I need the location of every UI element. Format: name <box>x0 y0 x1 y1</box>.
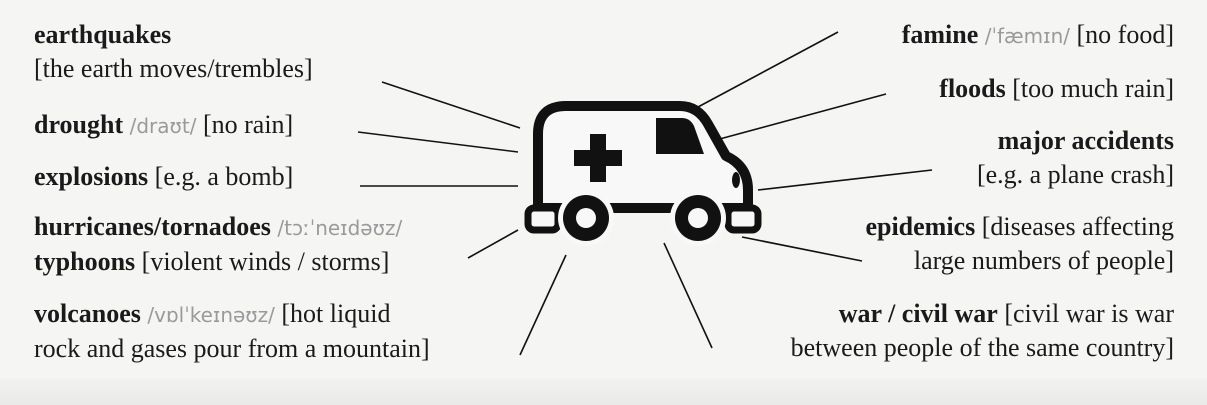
entry-drought: drought /draʊt/ [no rain] <box>34 108 293 143</box>
connector-epidemics <box>741 236 863 262</box>
entry-epidemics: epidemics [diseases affecting large numb… <box>865 210 1174 278</box>
ambulance-icon <box>524 101 762 246</box>
term: earthquakes <box>34 20 172 49</box>
connector-volcanoes <box>519 254 567 356</box>
term: explosions <box>34 162 149 191</box>
connector-floods <box>715 93 887 141</box>
term: floods <box>939 74 1006 103</box>
connector-war <box>663 242 713 349</box>
gloss: [no rain] <box>202 110 294 139</box>
term: drought <box>34 110 124 139</box>
connector-accidents <box>757 169 933 191</box>
term: famine <box>901 20 979 49</box>
gloss: [violent winds / storms] <box>141 247 390 276</box>
connector-hurricanes <box>467 229 519 259</box>
gloss: [no food] <box>1076 20 1174 49</box>
gloss: [e.g. a plane crash] <box>976 160 1174 189</box>
entry-floods: floods [too much rain] <box>939 72 1174 106</box>
term: hurricanes/tornadoes <box>34 212 271 241</box>
term: typhoons <box>34 247 136 276</box>
term: epidemics <box>865 212 976 241</box>
gloss: [hot liquid <box>281 299 391 328</box>
gloss: [diseases affecting <box>981 212 1174 241</box>
entry-war: war / civil war [civil war is war betwee… <box>791 297 1174 365</box>
gloss: rock and gases pour from a mountain] <box>34 334 430 363</box>
pronunciation: /tɔːˈneɪdəʊz/ <box>277 216 403 240</box>
gloss: large numbers of people] <box>913 246 1174 275</box>
entry-major-accidents: major accidents [e.g. a plane crash] <box>977 124 1174 192</box>
connector-earthquakes <box>381 81 521 129</box>
gloss: [e.g. a bomb] <box>154 162 294 191</box>
entry-famine: famine /ˈfæmɪn/ [no food] <box>902 18 1174 53</box>
entry-hurricanes: hurricanes/tornadoes /tɔːˈneɪdəʊz/ typho… <box>34 210 402 279</box>
pronunciation: /ˈfæmɪn/ <box>984 24 1071 48</box>
pronunciation: /draʊt/ <box>129 114 197 138</box>
entry-earthquakes: earthquakes [the earth moves/trembles] <box>34 18 313 86</box>
gloss: between people of the same country] <box>790 333 1174 362</box>
gloss: [civil war is war <box>1004 299 1174 328</box>
entry-explosions: explosions [e.g. a bomb] <box>34 160 293 194</box>
entry-volcanoes: volcanoes /vɒlˈkeɪnəʊz/ [hot liquid rock… <box>34 297 430 366</box>
pronunciation: /vɒlˈkeɪnəʊz/ <box>147 303 275 327</box>
scan-edge <box>0 378 1207 405</box>
connector-famine <box>697 31 839 108</box>
gloss: [the earth moves/trembles] <box>34 54 313 83</box>
term: war / civil war <box>838 299 998 328</box>
gloss: [too much rain] <box>1012 74 1174 103</box>
connector-drought <box>357 131 519 153</box>
term: major accidents <box>997 126 1174 155</box>
term: volcanoes <box>34 299 141 328</box>
